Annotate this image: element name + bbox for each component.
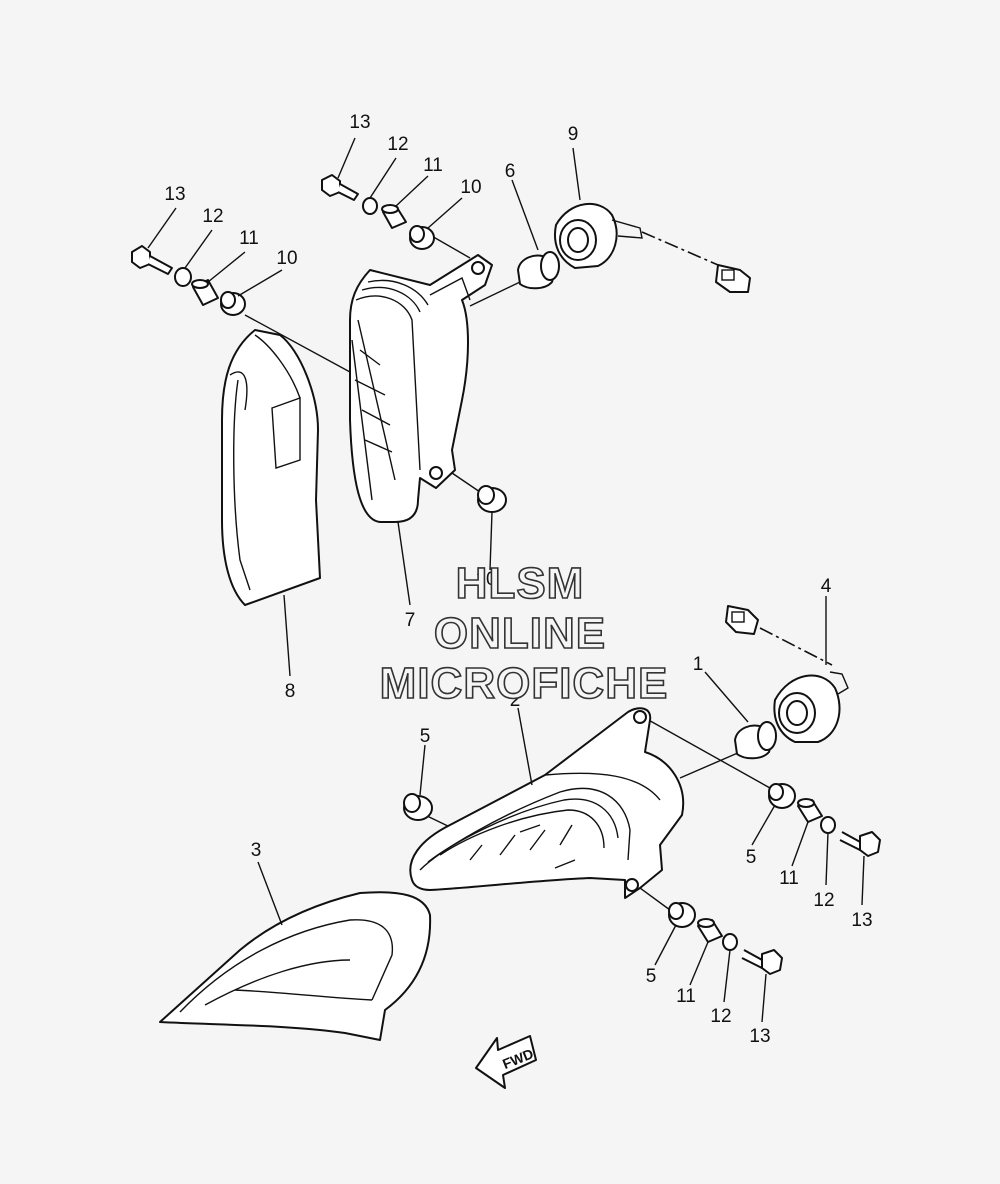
bulb-6 xyxy=(517,251,560,290)
leader-line xyxy=(395,175,429,207)
fwd-arrow-icon: FWD xyxy=(475,1035,537,1089)
callout-13: 13 xyxy=(851,910,872,931)
socket-4 xyxy=(725,605,849,743)
bolt-13 xyxy=(741,949,783,975)
callout-3: 3 xyxy=(251,840,262,861)
leader-line xyxy=(397,521,411,606)
callout-1: 1 xyxy=(693,654,704,675)
bulb-1 xyxy=(734,721,777,760)
leader-line xyxy=(679,751,741,779)
callout-12: 12 xyxy=(710,1006,731,1027)
watermark: HLSM ONLINE MICROFICHE xyxy=(379,558,669,709)
leader-line xyxy=(704,671,749,723)
leader-line xyxy=(419,744,426,796)
lens-cover-lower xyxy=(159,891,432,1041)
callout-6: 6 xyxy=(505,161,516,182)
watermark-line: HLSM xyxy=(456,559,585,608)
callout-11: 11 xyxy=(779,868,799,889)
callout-4: 4 xyxy=(821,576,832,597)
leader-line xyxy=(572,147,581,201)
collar-11 xyxy=(381,204,407,229)
leader-line xyxy=(511,179,539,251)
leader-line xyxy=(207,251,246,283)
leader-line xyxy=(451,472,481,493)
callout-5: 5 xyxy=(746,847,757,868)
turn-signal-housing-lower xyxy=(409,707,685,899)
leader-line xyxy=(861,855,865,906)
watermark-line: ONLINE xyxy=(434,609,606,658)
callout-5: 5 xyxy=(646,966,657,987)
callout-11: 11 xyxy=(239,228,259,249)
callout-8: 8 xyxy=(285,681,296,702)
socket-9 xyxy=(554,202,751,293)
leader-line xyxy=(791,821,809,867)
leader-line xyxy=(761,973,767,1023)
callout-13: 13 xyxy=(349,112,370,133)
leader-line xyxy=(257,861,283,926)
leader-line xyxy=(369,157,397,199)
callout-10: 10 xyxy=(276,248,297,269)
collar-11 xyxy=(191,279,219,306)
callout-5: 5 xyxy=(420,726,431,747)
turn-signal-housing-upper xyxy=(349,254,493,523)
callout-2: 2 xyxy=(510,690,521,711)
leader-line xyxy=(429,234,471,259)
washer-12 xyxy=(820,816,836,834)
leader-line xyxy=(751,804,776,846)
callout-9: 9 xyxy=(568,124,579,145)
grommet-5 xyxy=(403,793,433,821)
leader-line xyxy=(237,269,283,297)
leader-line xyxy=(283,594,291,677)
leader-line xyxy=(469,281,521,307)
washer-12 xyxy=(722,933,738,951)
callout-10: 10 xyxy=(460,177,481,198)
leader-line xyxy=(147,207,177,249)
callout-13: 13 xyxy=(749,1026,770,1047)
leader-line xyxy=(825,831,829,886)
leader-line xyxy=(654,924,677,966)
bolt-13 xyxy=(131,245,173,275)
leader-line xyxy=(489,511,493,571)
callout-12: 12 xyxy=(202,206,223,227)
callout-11: 11 xyxy=(676,986,696,1007)
washer-12 xyxy=(362,197,378,215)
leader-line xyxy=(184,229,213,269)
leader-line xyxy=(427,197,463,229)
callout-7: 7 xyxy=(405,610,416,631)
callout-12: 12 xyxy=(813,890,834,911)
leader-line xyxy=(517,707,533,786)
grommet-5 xyxy=(668,902,696,928)
watermark-line: MICROFICHE xyxy=(380,659,669,708)
collar-11 xyxy=(797,798,823,823)
grommet-10 xyxy=(220,291,246,316)
washer-12 xyxy=(174,267,192,287)
bolt-13 xyxy=(839,831,881,857)
leader-line xyxy=(639,887,671,911)
callout-11: 11 xyxy=(423,155,443,176)
lens-cover-upper xyxy=(221,329,321,606)
leader-line xyxy=(723,949,731,1003)
leader-line xyxy=(244,314,351,373)
grommet-10 xyxy=(409,225,435,250)
callout-13: 13 xyxy=(164,184,185,205)
bolt-13 xyxy=(321,174,359,201)
leader-line xyxy=(644,717,771,789)
callout-12: 12 xyxy=(387,134,408,155)
grommet-10 xyxy=(477,485,507,513)
collar-11 xyxy=(697,918,723,943)
callout-10: 10 xyxy=(475,569,496,590)
grommet-5 xyxy=(768,783,796,809)
leader-line xyxy=(337,137,356,179)
leader-line xyxy=(689,941,709,986)
